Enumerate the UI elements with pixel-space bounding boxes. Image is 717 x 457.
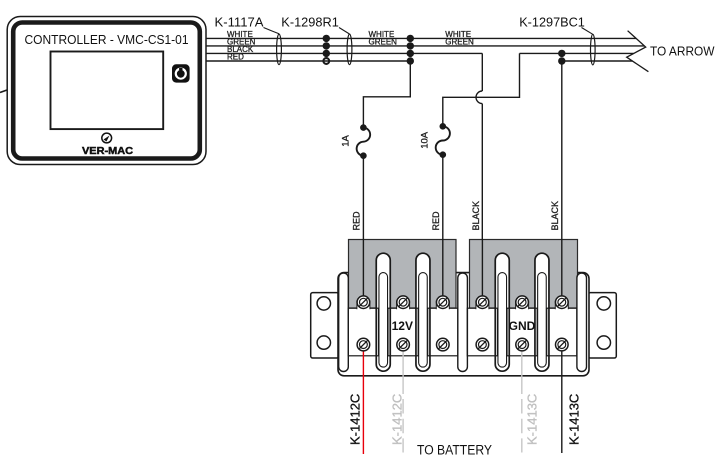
svg-text:GND: GND bbox=[509, 319, 536, 333]
svg-text:K-1298R1: K-1298R1 bbox=[281, 15, 339, 30]
svg-text:K-1412C: K-1412C bbox=[389, 394, 404, 445]
svg-text:WHITE: WHITE bbox=[445, 30, 471, 39]
svg-text:GREEN: GREEN bbox=[369, 37, 398, 46]
svg-text:WHITE: WHITE bbox=[227, 30, 253, 39]
svg-text:TO ARROW: TO ARROW bbox=[650, 43, 715, 58]
svg-text:RED: RED bbox=[431, 211, 441, 231]
svg-text:RED: RED bbox=[352, 211, 362, 231]
svg-text:BLACK: BLACK bbox=[227, 45, 254, 54]
svg-text:K-1117A: K-1117A bbox=[215, 15, 264, 30]
svg-text:WHITE: WHITE bbox=[369, 30, 395, 39]
svg-text:K-1412C: K-1412C bbox=[348, 394, 363, 445]
svg-text:TO BATTERY: TO BATTERY bbox=[417, 443, 492, 457]
svg-text:BLACK: BLACK bbox=[471, 201, 481, 231]
svg-text:GREEN: GREEN bbox=[445, 37, 474, 46]
svg-text:K-1413C: K-1413C bbox=[567, 394, 582, 445]
svg-text:K-1297BC1: K-1297BC1 bbox=[519, 15, 585, 30]
svg-text:10A: 10A bbox=[420, 131, 431, 149]
svg-text:VER-MAC: VER-MAC bbox=[82, 145, 133, 157]
svg-text:GREEN: GREEN bbox=[227, 37, 256, 46]
svg-text:RED: RED bbox=[227, 53, 244, 62]
svg-text:1A: 1A bbox=[341, 135, 352, 147]
svg-text:CONTROLLER - VMC-CS1-01: CONTROLLER - VMC-CS1-01 bbox=[25, 32, 189, 47]
svg-text:12V: 12V bbox=[392, 319, 413, 333]
svg-text:BLACK: BLACK bbox=[550, 201, 560, 231]
svg-text:K-1413C: K-1413C bbox=[525, 394, 540, 445]
